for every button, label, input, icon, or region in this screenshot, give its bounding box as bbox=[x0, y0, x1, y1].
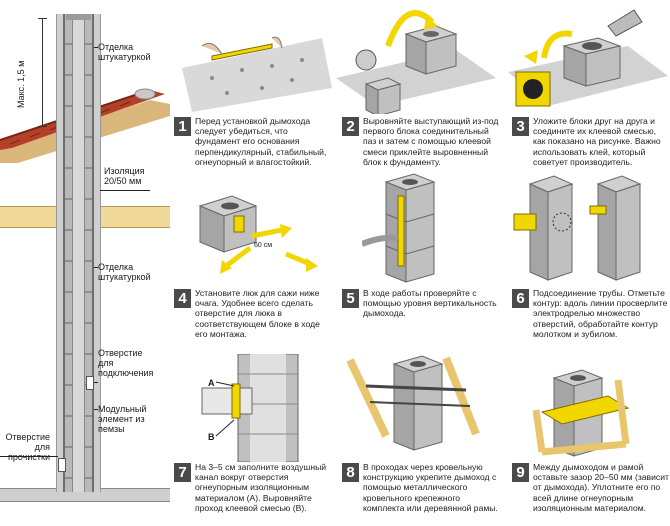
step-text: В ходе работы проверяйте с помощью уровн… bbox=[363, 288, 497, 319]
step-number: 4 bbox=[174, 289, 191, 308]
dimension-label: Макс. 1,5 м bbox=[16, 60, 26, 108]
step-number: 9 bbox=[512, 463, 529, 482]
step-text: Подсоединение трубы. Отметьте контур: вд… bbox=[533, 288, 668, 339]
plaster-left bbox=[56, 14, 63, 492]
step-6: 6 Подсоединение трубы. Отметьте контур: … bbox=[512, 288, 670, 339]
step-text: Установите люк для сажи ниже очага. Удоб… bbox=[195, 288, 320, 339]
step3-illustration bbox=[508, 9, 668, 107]
step4-dimension: 60 см bbox=[254, 242, 273, 249]
step-text: Выровняйте выступающий из-под первого бл… bbox=[363, 116, 499, 167]
step-number: 5 bbox=[342, 289, 359, 308]
label-modular: Модульный элемент из пемзы bbox=[98, 404, 147, 434]
step-4: 4 Установите люк для сажи ниже очага. Уд… bbox=[174, 288, 334, 339]
step-8: 8 В проходах через кровельную конструкци… bbox=[342, 462, 502, 513]
label-connection: Отверстие для подключения bbox=[98, 348, 154, 378]
step-number: 8 bbox=[342, 463, 359, 482]
step7-label-a: A bbox=[208, 378, 215, 388]
label-plaster-mid: Отделка штукатуркой bbox=[98, 262, 151, 282]
step-text: Перед установкой дымохода следует убедит… bbox=[195, 116, 327, 167]
step6-illustration bbox=[513, 175, 642, 281]
step-number: 2 bbox=[342, 117, 359, 136]
step-number: 6 bbox=[512, 289, 529, 308]
step7-label-b: B bbox=[208, 432, 215, 442]
cleaning-hole bbox=[58, 458, 66, 472]
label-cleaning: Отверстие для прочистки bbox=[5, 432, 50, 462]
dimension-line bbox=[42, 18, 43, 126]
label-plaster-top: Отделка штукатуркой bbox=[98, 42, 151, 62]
step-3: 3 Уложите блоки друг на друга и соединит… bbox=[512, 116, 670, 167]
chimney-flue bbox=[72, 14, 85, 492]
step7-illustration bbox=[201, 354, 299, 462]
step-text: Между дымоходом и рамой оставьте зазор 2… bbox=[533, 462, 669, 513]
step9-illustration bbox=[532, 369, 630, 457]
step1-illustration bbox=[182, 36, 332, 112]
step-number: 7 bbox=[174, 463, 191, 482]
step-text: В проходах через кровельную конструкцию … bbox=[363, 462, 498, 513]
step-2: 2 Выровняйте выступающий из-под первого … bbox=[342, 116, 502, 167]
step-1: 1 Перед установкой дымохода следует убед… bbox=[174, 116, 334, 167]
connection-hole bbox=[86, 376, 94, 390]
step4-illustration bbox=[198, 195, 318, 274]
step-number: 3 bbox=[512, 117, 529, 136]
chimney-cap bbox=[66, 14, 91, 20]
step-9: 9 Между дымоходом и рамой оставьте зазор… bbox=[512, 462, 670, 513]
step5-illustration bbox=[362, 173, 436, 283]
step-text: Уложите блоки друг на друга и соедините … bbox=[533, 116, 661, 167]
step-text: На 3–5 см заполните воздушный канал вокр… bbox=[195, 462, 327, 513]
step2-illustration bbox=[336, 10, 496, 114]
step-7: 7 На 3–5 см заполните воздушный канал во… bbox=[174, 462, 334, 513]
step8-illustration bbox=[346, 355, 480, 451]
label-insulation: Изоляция 20/50 мм bbox=[104, 166, 145, 186]
plaster-right bbox=[94, 14, 101, 492]
step-5: 5 В ходе работы проверяйте с помощью уро… bbox=[342, 288, 502, 319]
step-number: 1 bbox=[174, 117, 191, 136]
